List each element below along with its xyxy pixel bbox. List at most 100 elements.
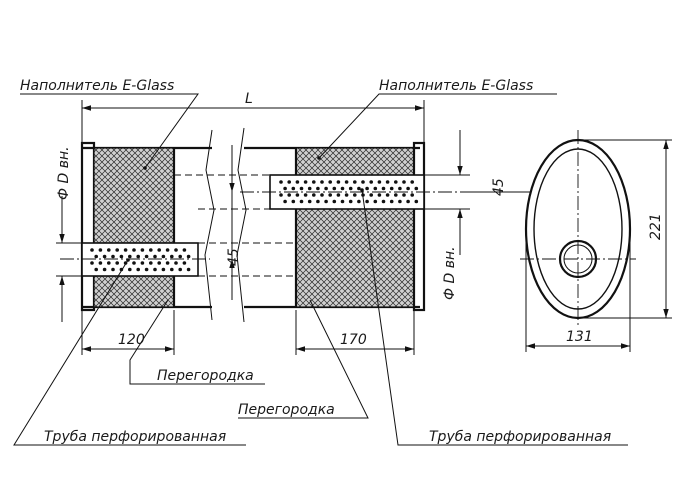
perforation-hole [406,199,410,204]
dimension-offset-mid: 45 [226,145,242,300]
perforation-hole [174,248,178,252]
perforation-hole [178,254,182,259]
perforation-hole [365,199,369,204]
chamber-left-label: 120 [118,332,145,348]
perforation-hole [90,248,94,252]
label-filler-left: Наполнитель E-Glass [20,78,174,94]
perforation-hole [373,199,378,204]
perforation-hole [136,254,140,259]
dimension-chamber-right: 170 [295,310,415,355]
perforation-hole [381,199,386,204]
perforation-hole [348,199,353,204]
perforation-hole [312,180,316,184]
perforation-hole [283,199,287,204]
perforation-hole [303,193,308,197]
perforation-hole [340,186,345,191]
perforation-hole [119,254,124,259]
perforation-hole [128,254,132,259]
perforation-hole [357,186,361,191]
perforation-hole [102,267,107,272]
perforation-hole [136,267,140,272]
perforation-hole [389,186,394,191]
callouts: Наполнитель E-Glass Наполнитель E-Glass … [13,78,628,446]
diameter-left-label: Ф D вн. [56,146,72,200]
offset-mid-label: 45 [226,248,242,266]
perforation-hole [369,180,374,184]
perforation-hole [344,180,349,184]
perforation-hole [178,267,182,272]
perforation-hole [170,267,174,272]
perforation-hole [414,199,419,204]
perforation-hole [414,186,419,191]
perforation-hole [153,254,157,259]
perforation-hole [98,248,103,252]
perforation-hole [410,180,415,184]
perforation-hole [402,193,406,197]
perforation-hole [165,261,170,265]
perforation-hole [344,193,349,197]
label-pipe-right: Труба перфорированная [429,429,611,445]
perforation-hole [402,180,406,184]
perforation-hole [336,193,341,197]
perforation-hole [186,254,191,259]
perforation-hole [332,186,337,191]
perforation-hole [153,267,157,272]
perforation-holes-right [279,180,419,204]
perforation-hole [132,261,136,265]
perforation-hole [186,267,191,272]
perforation-hole [398,199,402,204]
perforation-hole [107,261,111,265]
perforation-hole [111,254,115,259]
perforation-hole [365,186,369,191]
perforation-hole [94,254,98,259]
perforation-hole [174,261,178,265]
perforation-hole [353,180,357,184]
perforation-hole [107,248,111,252]
perforation-hole [291,186,296,191]
perforation-hole [385,180,390,184]
perforation-hole [406,186,410,191]
perforation-hole [98,261,103,265]
perforation-hole [295,180,300,184]
perforation-hole [94,267,98,272]
perforation-hole [182,261,187,265]
perforation-hole [128,267,132,272]
perforation-hole [369,193,374,197]
perforation-holes-left [90,248,191,272]
perforation-hole [307,186,312,191]
perforation-hole [182,248,187,252]
perforation-hole [144,254,149,259]
label-partition-1: Перегородка [157,368,254,384]
perforation-hole [307,199,312,204]
dimension-offset-right: 45 Ф D вн. [424,130,530,300]
end-view: 221 131 [520,130,672,352]
perforation-hole [377,193,382,197]
perforation-hole [394,180,398,184]
perforation-hole [324,199,328,204]
perforation-hole [328,193,333,197]
filler-left-chamber [93,147,175,244]
perforation-hole [385,193,390,197]
perforation-hole [361,180,365,184]
perforation-hole [353,193,357,197]
perforation-hole [123,248,128,252]
perforation-hole [170,254,174,259]
perforation-hole [149,261,153,265]
perforation-hole [140,261,145,265]
offset-right-label: 45 [491,178,507,196]
perforation-hole [389,199,394,204]
chamber-right-label: 170 [340,332,367,348]
perforation-hole [357,199,361,204]
perforation-hole [320,180,324,184]
perforation-hole [324,186,328,191]
perforation-hole [299,199,304,204]
perforation-hole [287,193,292,197]
filler-left-chamber-lower [93,275,175,308]
perforation-hole [287,180,292,184]
perforation-hole [316,186,320,191]
perforation-hole [410,193,415,197]
perforation-hole [283,186,287,191]
perforation-hole [299,186,304,191]
perforation-hole [279,180,283,184]
